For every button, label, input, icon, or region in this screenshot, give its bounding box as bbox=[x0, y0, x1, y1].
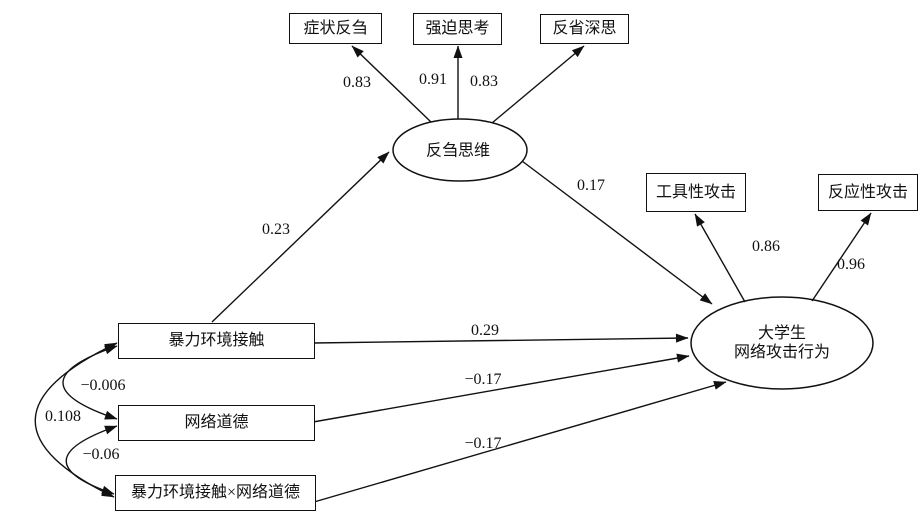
box-reflective-pondering: 反省深思 bbox=[540, 14, 629, 44]
coef-interaction-aggression: −0.17 bbox=[464, 435, 502, 452]
coef-rumination-reflective: 0.83 bbox=[470, 73, 498, 90]
box-instrumental-aggression: 工具性攻击 bbox=[646, 173, 746, 212]
arrow-rumination-to-aggression bbox=[521, 160, 713, 305]
coef-violence-rumination: 0.23 bbox=[262, 221, 290, 238]
arrow-aggression-to-reactive bbox=[811, 212, 872, 302]
box-violence-morality-interaction: 暴力环境接触×网络道德 bbox=[115, 475, 316, 511]
latent-aggression-label-line1: 大学生 bbox=[757, 325, 807, 342]
arrow-violence-to-aggression bbox=[312, 333, 689, 344]
latent-aggression-label-line2: 网络攻击行为 bbox=[733, 344, 831, 361]
arrow-interaction-to-aggression bbox=[313, 381, 727, 503]
coef-aggression-instrumental: 0.86 bbox=[752, 238, 780, 255]
coef-moral-aggression: −0.17 bbox=[464, 371, 502, 388]
box-symptom-rumination: 症状反刍 bbox=[289, 13, 382, 44]
coef-cov-moral-interaction: −0.06 bbox=[82, 446, 120, 463]
arrow-rumination-to-symptom bbox=[351, 45, 432, 123]
coef-rumination-symptom: 0.83 bbox=[343, 74, 371, 91]
box-reactive-aggression: 反应性攻击 bbox=[818, 174, 918, 211]
coef-rumination-compulsive: 0.91 bbox=[419, 71, 447, 88]
coef-aggression-reactive: 0.96 bbox=[837, 256, 865, 273]
box-compulsive-thinking: 强迫思考 bbox=[413, 13, 502, 45]
coef-cov-violence-interaction: 0.108 bbox=[45, 408, 81, 425]
arrow-violence-to-rumination bbox=[211, 151, 390, 323]
latent-aggression-ellipse bbox=[690, 296, 874, 390]
covariance-violence-interaction-arc bbox=[34, 342, 118, 498]
arrow-rumination-to-reflective bbox=[491, 45, 585, 124]
coef-rumination-aggression: 0.17 bbox=[577, 177, 605, 194]
latent-rumination-label: 反刍思维 bbox=[425, 142, 491, 160]
latent-aggression-label: 大学生 网络攻击行为 bbox=[734, 324, 830, 362]
coef-cov-violence-moral: −0.006 bbox=[80, 377, 126, 394]
box-violence-exposure: 暴力环境接触 bbox=[118, 323, 315, 359]
coef-violence-aggression: 0.29 bbox=[471, 322, 499, 339]
latent-rumination-ellipse bbox=[392, 118, 528, 182]
box-internet-morality: 网络道德 bbox=[118, 405, 315, 441]
arrow-moral-to-aggression bbox=[312, 353, 690, 423]
arrow-aggression-to-instrumental bbox=[694, 213, 746, 303]
